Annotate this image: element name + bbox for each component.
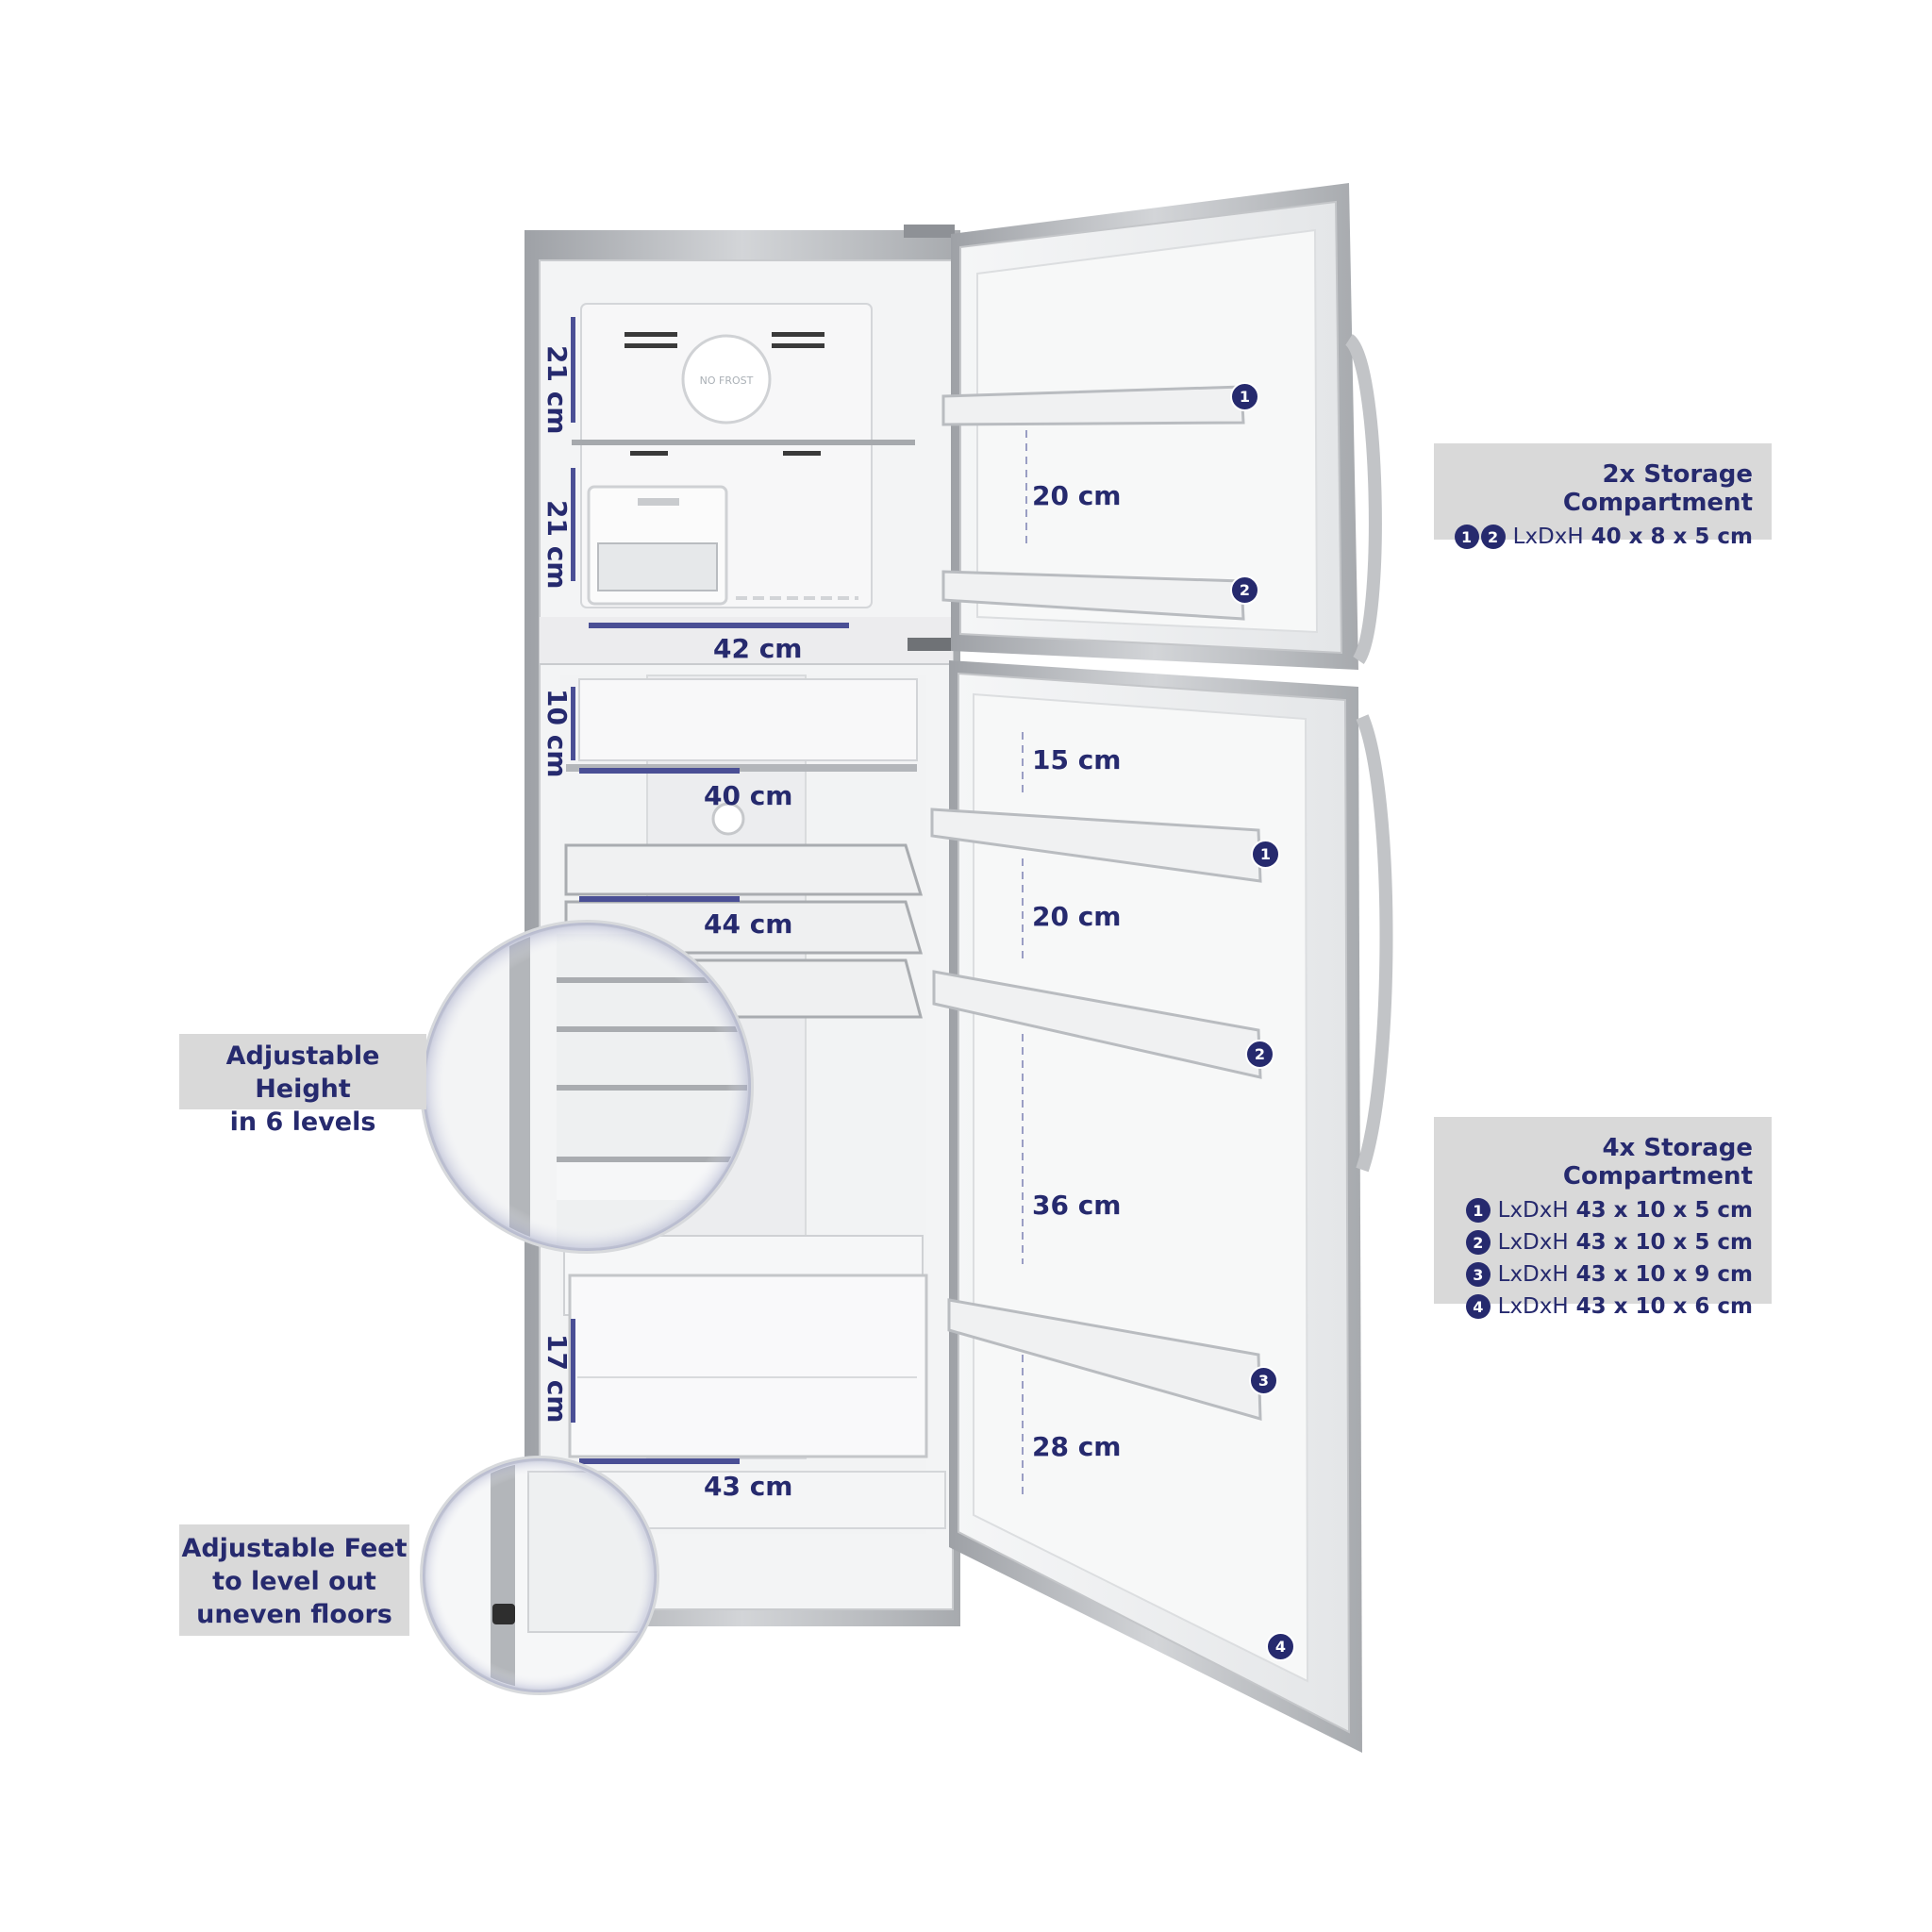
shelf-width-44-label: 44 cm [704, 908, 793, 940]
fridge-panel-code-2: LxDxH [1497, 1230, 1569, 1255]
freezer-width-label: 42 cm [713, 633, 803, 664]
fridge-door-badge-3: 3 [1249, 1366, 1278, 1395]
adjustable-height-line-1: Adjustable Height [225, 1041, 380, 1105]
fridge-panel-dims-3: 43 x 10 x 9 cm [1575, 1262, 1753, 1287]
freezer-height-top-label: 21 cm [541, 345, 573, 435]
freezer-panel-badge-2: 2 [1480, 525, 1506, 549]
freezer-door-gap-label: 20 cm [1032, 480, 1122, 511]
fridge-door-gap-36-label: 36 cm [1032, 1190, 1122, 1221]
freezer-panel-dims: 40 x 8 x 5 cm [1591, 525, 1753, 549]
adjustable-height-callout: Adjustable Height in 6 levels [179, 1034, 426, 1137]
fridge-panel-title: 4x Storage Compartment [1562, 1134, 1753, 1191]
crisper-drawer [563, 1235, 928, 1458]
fridge-door-gap-20-label: 20 cm [1032, 901, 1122, 932]
freezer-panel-code: LxDxH [1512, 525, 1584, 549]
shelf-width-40-label: 40 cm [704, 780, 793, 811]
freezer-compartment-panel: 2x Storage Compartment 1 2 LxDxH 40 x 8 … [1434, 443, 1772, 549]
adjustable-feet-line-1: Adjustable Feet [181, 1534, 408, 1563]
freezer-compartment: NO FROST [572, 303, 915, 608]
crisper-width-label: 43 cm [704, 1471, 793, 1502]
fridge-panel-row-2: 2 LxDxH 43 x 10 x 5 cm [1466, 1230, 1753, 1255]
fridge-door-badge-1: 1 [1251, 840, 1280, 869]
fridge-door [930, 660, 1393, 1753]
fridge-panel-badge-4: 4 [1466, 1294, 1491, 1319]
hinge-top [904, 225, 955, 238]
freezer-panel-title: 2x Storage Compartment [1562, 460, 1753, 517]
feet-magnifier [420, 1456, 659, 1695]
freezer-door-badge-1: 1 [1230, 382, 1259, 411]
freezer-door [941, 183, 1382, 670]
adjustable-feet-line-2: to level out [212, 1567, 376, 1597]
adjustable-height-line-2: in 6 levels [229, 1108, 376, 1138]
dimension-bars [571, 317, 849, 1464]
fridge-door-badge-2: 2 [1245, 1040, 1274, 1069]
adjustable-feet-line-3: uneven floors [196, 1600, 392, 1630]
fridge-compartment-panel: 4x Storage Compartment 1 LxDxH 43 x 10 x… [1434, 1117, 1772, 1319]
no-frost-badge-text: NO FROST [700, 375, 754, 387]
adjustable-feet-callout: Adjustable Feet to level out uneven floo… [179, 1524, 409, 1636]
fridge-panel-badge-3: 3 [1466, 1262, 1491, 1287]
hinge-middle [908, 638, 955, 651]
fridge-panel-badge-2: 2 [1466, 1230, 1491, 1255]
shelves-magnifier [420, 920, 754, 1254]
fridge-panel-code-3: LxDxH [1497, 1262, 1569, 1287]
fridge-panel-badge-1: 1 [1466, 1198, 1491, 1223]
freezer-door-badge-2: 2 [1230, 575, 1259, 605]
fridge-panel-row-1: 1 LxDxH 43 x 10 x 5 cm [1466, 1198, 1753, 1223]
fridge-door-gap-28-label: 28 cm [1032, 1431, 1122, 1462]
freezer-height-bottom-label: 21 cm [541, 500, 573, 590]
fridge-panel-row-3: 3 LxDxH 43 x 10 x 9 cm [1466, 1262, 1753, 1287]
fridge-panel-dims-2: 43 x 10 x 5 cm [1575, 1230, 1753, 1255]
fridge-panel-code-1: LxDxH [1497, 1198, 1569, 1223]
fridge-panel-rows: 1 LxDxH 43 x 10 x 5 cm 2 LxDxH 43 x 10 x… [1434, 1198, 1753, 1319]
fridge-panel-row-4: 4 LxDxH 43 x 10 x 6 cm [1466, 1294, 1753, 1319]
fridge-panel-dims-4: 43 x 10 x 6 cm [1575, 1294, 1753, 1319]
fridge-height-top-label: 10 cm [541, 689, 573, 778]
freezer-panel-row: 1 2 LxDxH 40 x 8 x 5 cm [1434, 525, 1753, 549]
fridge-door-badge-4: 4 [1266, 1632, 1295, 1661]
freezer-panel-badge-1: 1 [1454, 525, 1479, 549]
fridge-panel-dims-1: 43 x 10 x 5 cm [1575, 1198, 1753, 1223]
fridge-door-gap-15-label: 15 cm [1032, 744, 1122, 775]
fridge-panel-code-4: LxDxH [1497, 1294, 1569, 1319]
crisper-height-label: 17 cm [541, 1334, 573, 1424]
